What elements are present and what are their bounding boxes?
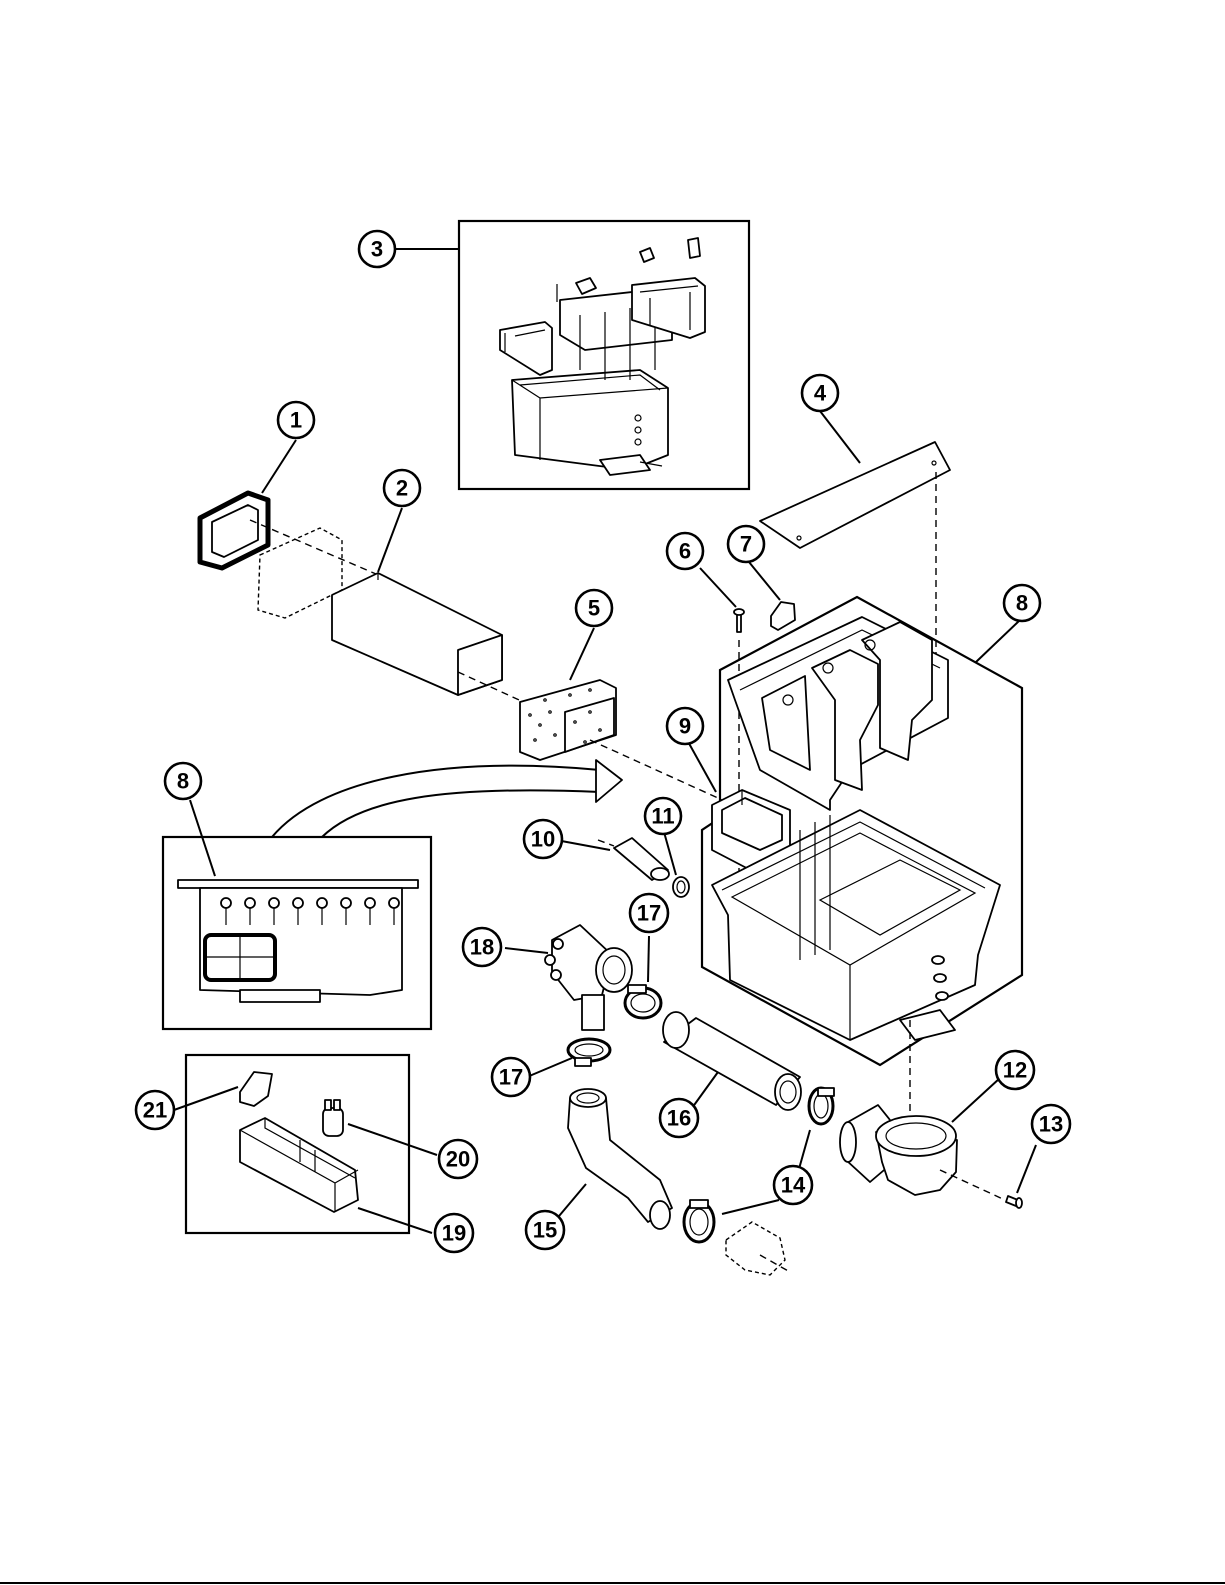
svg-text:20: 20 <box>446 1147 470 1172</box>
svg-text:10: 10 <box>531 827 555 852</box>
svg-text:2: 2 <box>396 476 408 501</box>
callout-16: 16 <box>660 1099 698 1137</box>
svg-text:4: 4 <box>814 381 827 406</box>
svg-text:16: 16 <box>667 1106 691 1131</box>
svg-text:7: 7 <box>740 532 752 557</box>
screw-13 <box>1006 1196 1022 1208</box>
ring-11 <box>673 877 689 897</box>
callout-17-upper: 17 <box>630 894 668 932</box>
bracket-20 <box>323 1100 343 1136</box>
svg-text:5: 5 <box>588 596 600 621</box>
svg-text:13: 13 <box>1039 1112 1063 1137</box>
callout-3: 3 <box>359 231 395 267</box>
elbow-hose-15 <box>568 1089 672 1229</box>
callout-7: 7 <box>728 526 764 562</box>
clip-7 <box>771 602 795 630</box>
svg-text:8: 8 <box>1016 591 1028 616</box>
clamp-17a <box>625 985 661 1018</box>
callout-19: 19 <box>435 1214 473 1252</box>
callout-9: 9 <box>667 708 703 744</box>
callout-18: 18 <box>463 928 501 966</box>
callout-8-main: 8 <box>1004 585 1040 621</box>
svg-text:3: 3 <box>371 237 383 262</box>
callout-20: 20 <box>439 1140 477 1178</box>
callout-14: 14 <box>774 1166 812 1204</box>
callout-13: 13 <box>1032 1105 1070 1143</box>
svg-text:6: 6 <box>679 539 691 564</box>
assembly-inset-drawing <box>500 238 705 475</box>
callout-4: 4 <box>802 375 838 411</box>
svg-text:19: 19 <box>442 1221 466 1246</box>
callout-8-inset: 8 <box>165 763 201 799</box>
svg-text:9: 9 <box>679 714 691 739</box>
callout-11: 11 <box>645 798 681 834</box>
svg-text:11: 11 <box>651 804 674 829</box>
svg-text:21: 21 <box>143 1098 167 1123</box>
svg-text:1: 1 <box>290 408 302 433</box>
duct <box>332 573 502 695</box>
svg-text:17: 17 <box>637 901 661 926</box>
callout-6: 6 <box>667 533 703 569</box>
svg-text:18: 18 <box>470 935 494 960</box>
clip-21 <box>240 1072 272 1106</box>
callout-21: 21 <box>136 1091 174 1129</box>
svg-text:14: 14 <box>781 1173 806 1198</box>
foam-filter <box>520 680 616 760</box>
callout-12: 12 <box>996 1051 1034 1089</box>
upper-compartment <box>728 617 948 810</box>
clamp-17b <box>568 1039 610 1066</box>
svg-text:8: 8 <box>177 769 189 794</box>
gasket <box>200 493 268 568</box>
clamp-14a <box>809 1088 834 1124</box>
hose-16 <box>663 1012 801 1110</box>
detail-drawing <box>178 880 418 1002</box>
clamp-14b <box>684 1200 714 1242</box>
callout-5: 5 <box>576 590 612 626</box>
callout-2: 2 <box>384 470 420 506</box>
pump-18 <box>545 925 632 1030</box>
callout-10: 10 <box>524 820 562 858</box>
svg-text:12: 12 <box>1003 1058 1027 1083</box>
svg-text:17: 17 <box>499 1065 523 1090</box>
sump-12 <box>840 1105 957 1195</box>
callout-17-lower: 17 <box>492 1058 530 1096</box>
hose-ghost <box>726 1222 785 1275</box>
svg-text:15: 15 <box>533 1218 557 1243</box>
callout-1: 1 <box>278 402 314 438</box>
callout-15: 15 <box>526 1211 564 1249</box>
